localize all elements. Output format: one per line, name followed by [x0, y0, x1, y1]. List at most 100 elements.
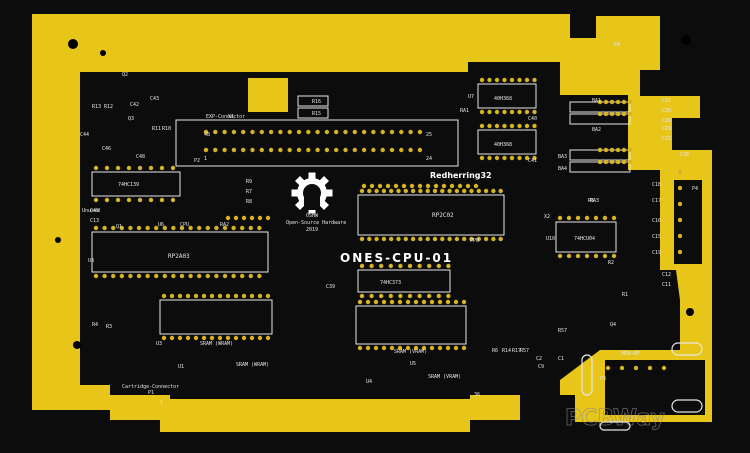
p4-label-top: P4	[614, 42, 620, 48]
c49-label: C49	[90, 208, 99, 214]
dip-pad	[241, 129, 246, 135]
edge-finger	[362, 399, 369, 429]
c28-label: C28	[662, 118, 671, 124]
c15-label: C15	[652, 234, 661, 240]
dip-pad	[437, 345, 443, 351]
dip-pad	[453, 345, 459, 351]
exp-pin1-label: 1	[204, 156, 207, 162]
edge-finger	[396, 399, 402, 429]
dip-pad	[593, 215, 599, 221]
dip-pad	[179, 225, 185, 231]
dip-pad	[296, 147, 302, 153]
dip-pad	[248, 225, 253, 231]
dip-pad	[566, 215, 572, 221]
dip-pad	[214, 273, 219, 279]
dip-pad	[393, 183, 399, 189]
edge-finger	[445, 399, 452, 429]
ic-ppu-outline	[357, 194, 505, 236]
dip-pad	[352, 147, 357, 153]
dip-pad	[410, 188, 416, 194]
x2-label: X2	[544, 214, 550, 220]
edge-finger	[296, 399, 302, 429]
dip-pad	[597, 159, 603, 165]
dip-pad	[209, 293, 215, 299]
dip-pad	[446, 293, 451, 299]
u4-label: U4	[366, 379, 372, 385]
r7-label: R7	[246, 189, 252, 195]
dip-pad	[502, 155, 507, 161]
dip-pad	[369, 263, 374, 269]
p1-label: P1	[148, 390, 154, 396]
dip-pad	[524, 155, 530, 161]
gear-tooth	[291, 189, 299, 197]
edge-finger	[379, 399, 385, 429]
dip-pad	[241, 147, 246, 153]
dip-pad	[509, 155, 515, 161]
dip-pad	[265, 293, 271, 299]
dip-pad	[566, 253, 572, 259]
edge-finger	[454, 399, 460, 429]
dip-pad	[240, 273, 245, 279]
dip-pad	[231, 225, 236, 231]
ic-hc139-outline	[91, 171, 181, 197]
gear-tooth	[325, 189, 333, 197]
c18-label: C18	[652, 182, 661, 188]
rf-connector	[581, 342, 703, 431]
dip-pad	[357, 345, 363, 351]
dip-pad	[491, 188, 496, 194]
edge-finger	[196, 399, 203, 429]
c41-label: C41	[528, 158, 537, 164]
dip-pad	[225, 335, 231, 341]
dip-pad	[380, 129, 385, 135]
gear-tooth	[319, 176, 329, 186]
dip-pad	[410, 236, 416, 242]
dip-pad	[469, 188, 474, 194]
dip-pad	[418, 188, 423, 194]
dip-pad	[425, 188, 430, 194]
dip-pad	[398, 263, 403, 269]
dip-pad	[205, 225, 210, 231]
dip-pad	[334, 147, 339, 153]
hcu04-label: 74HCU04	[574, 236, 595, 242]
dip-pad	[287, 129, 292, 135]
gear-tooth	[295, 176, 305, 186]
u6-label: U6	[158, 222, 164, 228]
dip-pad	[128, 273, 133, 279]
c43-label: C43	[150, 96, 159, 102]
dip-pad	[417, 183, 423, 189]
dip-pad	[454, 236, 460, 242]
dip-pad	[357, 299, 363, 305]
dip-pad	[603, 99, 609, 105]
c2-label: C2	[536, 356, 542, 362]
edge-finger	[188, 399, 195, 429]
dip-pad	[677, 169, 683, 175]
dip-pad	[225, 293, 231, 299]
cpu-label: CPU	[180, 222, 189, 228]
dip-pad	[233, 215, 239, 221]
gear-tooth	[308, 172, 316, 180]
dip-pad	[487, 155, 492, 161]
dip-pad	[409, 183, 415, 189]
ic-hcu04-outline	[555, 221, 617, 253]
dip-pad	[524, 109, 530, 115]
dip-pad	[498, 188, 503, 194]
dip-pad	[611, 253, 617, 259]
wram-label-2: SRAM (WRAM)	[236, 362, 269, 368]
edge-finger	[230, 399, 236, 429]
dip-pad	[217, 293, 223, 299]
dip-pad	[248, 273, 253, 279]
dip-pad	[462, 236, 467, 242]
dip-pad	[502, 77, 507, 83]
dip-pad	[627, 159, 633, 165]
oshw-line1: OSHW	[306, 213, 319, 219]
ra2-label: RA2	[220, 222, 229, 228]
dip-pad	[405, 299, 411, 305]
pin1-label: 1	[160, 400, 163, 406]
mount-hole-r	[686, 308, 694, 316]
dip-pad	[188, 225, 193, 231]
edge-finger	[437, 399, 444, 429]
dip-pad	[677, 201, 683, 207]
dip-pad	[453, 299, 459, 305]
dip-pad	[259, 147, 264, 153]
